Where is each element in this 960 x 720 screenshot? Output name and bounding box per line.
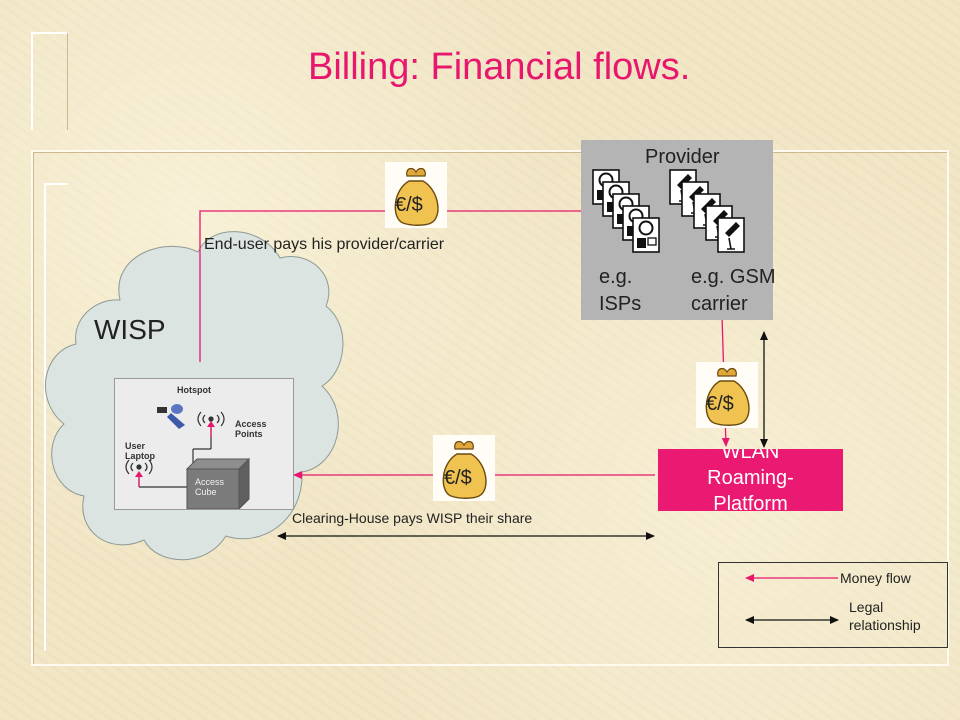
legend: [718, 562, 948, 648]
laptop-icon: [125, 459, 153, 475]
user-icon: [157, 404, 185, 429]
mobile-phone-icon: [669, 169, 745, 253]
hotspot-title: Hotspot: [177, 385, 211, 395]
isp-label: e.g.ISPs: [599, 266, 642, 315]
access-point-icon: [197, 411, 225, 427]
money-symbol-1: €/$: [395, 194, 423, 216]
wisp-label: WISP: [94, 314, 166, 345]
wlan-roaming-platform: WLAN Roaming- Platform: [658, 449, 843, 511]
end-user-pays-label: End-user pays his provider/carrier: [204, 236, 445, 253]
money-symbol-2: €/$: [706, 393, 734, 415]
end-user-money-line: [199, 207, 596, 362]
legend-money-flow: Money flow: [840, 570, 911, 586]
money-symbol-3: €/$: [444, 467, 472, 489]
money-bag-icon: [385, 162, 447, 228]
money-bag-icon: [696, 362, 758, 428]
content-frame: [31, 150, 949, 666]
computer-icon: [592, 169, 660, 253]
money-bag-icon: [433, 435, 495, 501]
page-title: Billing: Financial flows.: [308, 46, 691, 88]
provider-title: Provider: [645, 146, 720, 168]
inner-frame: [44, 183, 68, 651]
hotspot-graphics: [125, 404, 251, 509]
clearing-house-label: Clearing-House pays WISP their share: [292, 510, 533, 526]
decorative-bar: [31, 32, 68, 130]
